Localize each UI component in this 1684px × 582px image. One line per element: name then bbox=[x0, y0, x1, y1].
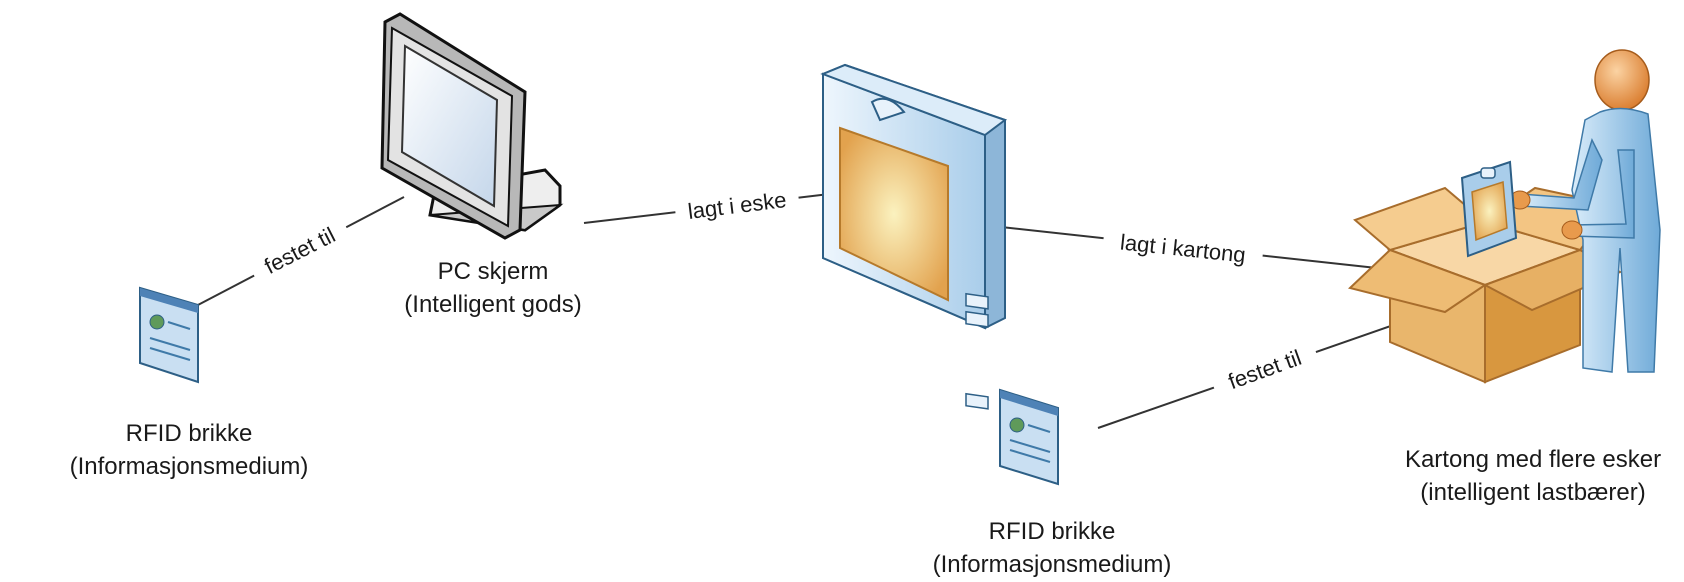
monitor-icon bbox=[380, 12, 564, 240]
edge-label-tag-to-carton: festet til bbox=[1208, 335, 1321, 401]
rfid-tag-left-label-line1: RFID brikke bbox=[125, 420, 253, 447]
pc-screen-label-line2: (Intelligent gods) bbox=[404, 291, 582, 318]
rfid-tag-icon-right bbox=[999, 388, 1059, 486]
edge-label-screen-to-box: lagt i eske bbox=[673, 178, 801, 226]
pc-screen-label-line1: PC skjerm bbox=[437, 258, 549, 285]
handheld-scanner-icon bbox=[1460, 160, 1518, 258]
rfid-tag-right-label: RFID brikke (Informasjonsmedium) bbox=[927, 515, 1177, 581]
rfid-tag-right-label-line1: RFID brikke bbox=[988, 518, 1116, 545]
rfid-tag-left-label: RFID brikke (Informasjonsmedium) bbox=[64, 417, 314, 483]
carton-label: Kartong med flere esker (intelligent las… bbox=[1388, 443, 1678, 509]
person-icon bbox=[1509, 49, 1661, 373]
carton-label-line1: Kartong med flere esker bbox=[1404, 446, 1662, 473]
rfid-tag-left-label-line2: (Informasjonsmedium) bbox=[69, 453, 309, 480]
product-box-icon bbox=[820, 63, 1008, 410]
pc-screen-label: PC skjerm (Intelligent gods) bbox=[386, 255, 600, 321]
edge-label-box-to-carton: lagt i kartong bbox=[1102, 220, 1265, 270]
rfid-tag-icon-left bbox=[139, 286, 199, 384]
rfid-tag-right-label-line2: (Informasjonsmedium) bbox=[932, 551, 1172, 578]
carton-label-line2: (intelligent lastbærer) bbox=[1420, 479, 1646, 506]
edge-label-tag-to-screen: festet til bbox=[245, 212, 353, 287]
connector-lines bbox=[195, 187, 1429, 429]
